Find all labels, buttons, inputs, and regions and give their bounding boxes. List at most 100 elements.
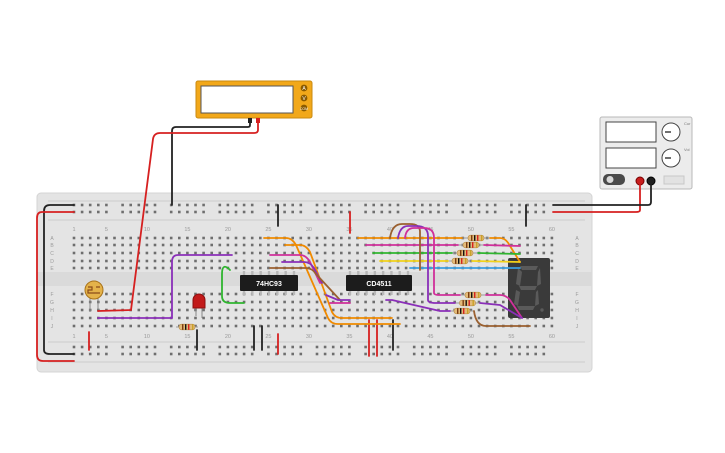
rail-hole[interactable] — [194, 203, 197, 207]
terminal-hole[interactable] — [404, 266, 408, 270]
rail-hole[interactable] — [364, 210, 367, 214]
rail-hole[interactable] — [396, 203, 400, 207]
terminal-hole[interactable] — [493, 300, 497, 304]
terminal-hole[interactable] — [534, 324, 537, 328]
rail-hole[interactable] — [469, 210, 473, 214]
terminal-hole[interactable] — [153, 292, 157, 296]
rail-hole[interactable] — [218, 203, 222, 207]
rail-hole[interactable] — [372, 345, 375, 349]
terminal-hole[interactable] — [145, 266, 149, 270]
rail-hole[interactable] — [145, 203, 149, 207]
terminal-hole[interactable] — [178, 308, 181, 312]
rail-hole[interactable] — [234, 210, 238, 214]
terminal-hole[interactable] — [331, 259, 335, 263]
terminal-hole[interactable] — [250, 316, 254, 320]
terminal-hole[interactable] — [226, 236, 230, 240]
rail-hole[interactable] — [477, 210, 481, 214]
rail-hole[interactable] — [80, 352, 84, 356]
red-led[interactable] — [192, 293, 206, 318]
terminal-hole[interactable] — [291, 236, 294, 240]
terminal-hole[interactable] — [485, 316, 489, 320]
rail-hole[interactable] — [129, 203, 132, 207]
terminal-hole[interactable] — [186, 292, 189, 296]
terminal-hole[interactable] — [275, 308, 278, 312]
terminal-hole[interactable] — [129, 324, 132, 328]
terminal-hole[interactable] — [72, 236, 76, 240]
terminal-hole[interactable] — [80, 251, 84, 255]
terminal-hole[interactable] — [315, 236, 319, 240]
rail-hole[interactable] — [364, 345, 367, 349]
terminal-hole[interactable] — [178, 300, 181, 304]
rail-hole[interactable] — [121, 210, 124, 214]
rail-hole[interactable] — [396, 345, 400, 349]
rail-hole[interactable] — [331, 345, 335, 349]
chip-74hc93[interactable]: 74HC93 — [240, 271, 298, 295]
terminal-hole[interactable] — [323, 324, 327, 328]
rail-hole[interactable] — [485, 345, 489, 349]
rail-hole[interactable] — [97, 345, 100, 349]
rail-hole[interactable] — [542, 352, 546, 356]
terminal-hole[interactable] — [534, 251, 537, 255]
terminal-hole[interactable] — [429, 308, 432, 312]
terminal-hole[interactable] — [307, 243, 311, 247]
rail-hole[interactable] — [493, 210, 497, 214]
rail-hole[interactable] — [72, 345, 76, 349]
rail-hole[interactable] — [242, 345, 246, 349]
terminal-hole[interactable] — [307, 236, 311, 240]
terminal-hole[interactable] — [210, 251, 213, 255]
rail-hole[interactable] — [267, 345, 270, 349]
rail-hole[interactable] — [121, 203, 124, 207]
terminal-hole[interactable] — [202, 259, 205, 263]
rail-hole[interactable] — [421, 203, 424, 207]
terminal-hole[interactable] — [307, 292, 311, 296]
rail-hole[interactable] — [299, 210, 303, 214]
rail-hole[interactable] — [477, 352, 481, 356]
terminal-hole[interactable] — [331, 316, 335, 320]
terminal-hole[interactable] — [145, 251, 149, 255]
terminal-hole[interactable] — [445, 324, 448, 328]
terminal-hole[interactable] — [469, 308, 473, 312]
terminal-hole[interactable] — [291, 308, 294, 312]
terminal-hole[interactable] — [242, 316, 246, 320]
terminal-hole[interactable] — [153, 251, 157, 255]
terminal-hole[interactable] — [542, 236, 546, 240]
terminal-hole[interactable] — [161, 292, 165, 296]
rail-hole[interactable] — [493, 203, 497, 207]
terminal-hole[interactable] — [218, 300, 222, 304]
terminal-hole[interactable] — [299, 292, 303, 296]
rail-hole[interactable] — [421, 345, 424, 349]
terminal-hole[interactable] — [186, 259, 189, 263]
terminal-hole[interactable] — [169, 251, 173, 255]
terminal-hole[interactable] — [364, 266, 367, 270]
terminal-hole[interactable] — [485, 292, 489, 296]
rail-hole[interactable] — [510, 345, 513, 349]
terminal-hole[interactable] — [88, 316, 92, 320]
terminal-hole[interactable] — [194, 316, 197, 320]
resistor[interactable] — [448, 257, 472, 265]
terminal-hole[interactable] — [364, 324, 367, 328]
terminal-hole[interactable] — [396, 266, 400, 270]
terminal-hole[interactable] — [412, 300, 416, 304]
terminal-hole[interactable] — [364, 308, 367, 312]
terminal-hole[interactable] — [105, 324, 108, 328]
terminal-hole[interactable] — [105, 251, 108, 255]
terminal-hole[interactable] — [234, 300, 238, 304]
rail-hole[interactable] — [291, 352, 294, 356]
terminal-hole[interactable] — [202, 243, 205, 247]
terminal-hole[interactable] — [315, 266, 319, 270]
rail-hole[interactable] — [267, 210, 270, 214]
terminal-hole[interactable] — [145, 259, 149, 263]
terminal-hole[interactable] — [348, 300, 351, 304]
terminal-hole[interactable] — [404, 324, 408, 328]
terminal-hole[interactable] — [169, 324, 173, 328]
terminal-hole[interactable] — [202, 316, 205, 320]
terminal-hole[interactable] — [364, 300, 367, 304]
rail-hole[interactable] — [380, 345, 384, 349]
jack-a[interactable] — [300, 84, 308, 92]
terminal-hole[interactable] — [534, 243, 537, 247]
rail-hole[interactable] — [153, 203, 157, 207]
terminal-hole[interactable] — [550, 292, 554, 296]
rail-hole[interactable] — [242, 352, 246, 356]
terminal-hole[interactable] — [242, 300, 246, 304]
